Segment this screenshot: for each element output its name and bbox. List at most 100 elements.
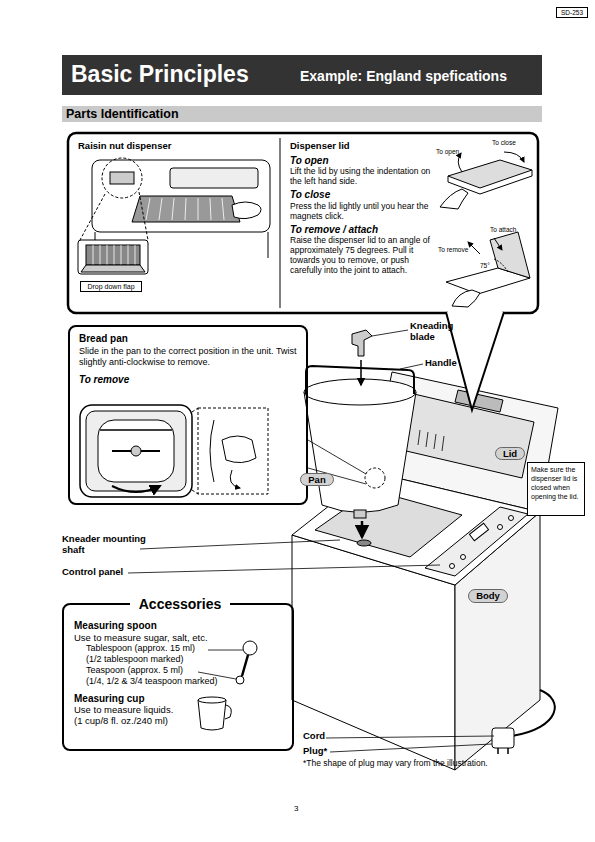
dispenser-grid	[86, 245, 140, 265]
cup-handle	[225, 705, 231, 719]
node-text: Lift the lid by using the indentation on…	[290, 166, 440, 186]
node-text: (1/4, 1/2 & 3/4 teaspoon marked)	[86, 676, 284, 687]
pan-drive	[354, 510, 366, 518]
instruction-label: To close	[492, 139, 516, 146]
part-label-box: Drop down flap	[80, 281, 142, 292]
kneading-blade	[352, 330, 372, 356]
callout-gap	[448, 311, 502, 315]
hand	[440, 189, 468, 209]
node-heading: Parts Identification	[62, 106, 542, 122]
leader-line	[140, 540, 340, 549]
twist-arrow	[230, 470, 240, 488]
dispenser-panel: Raisin nut dispenserDrop down flap	[70, 135, 278, 310]
zoom-box	[78, 240, 148, 274]
hand	[452, 290, 480, 307]
zoom-lines	[192, 408, 198, 494]
node-text: To close	[290, 189, 528, 201]
leader-line	[372, 330, 408, 336]
bread-maker	[292, 372, 558, 770]
lid-sketches	[440, 152, 532, 307]
panel-button	[498, 525, 503, 530]
part-label-pill: Body	[468, 589, 508, 603]
node-text: Tablespoon (approx. 15 ml)	[86, 643, 284, 654]
dispenser-lid-raised	[490, 232, 530, 278]
node-heading: Make sure the dispenser lid is closed wh…	[531, 465, 581, 501]
pan-removal-sketch	[80, 405, 268, 497]
leader-line	[128, 565, 440, 573]
part-name: Plug*	[303, 746, 327, 757]
machine-window	[170, 168, 258, 188]
dispenser-lid-panel: Dispenser lidTo openLift the lid by usin…	[282, 135, 536, 310]
remove-arrow	[468, 242, 480, 254]
power-cord	[512, 690, 555, 736]
close-arrow	[504, 152, 524, 162]
panel-button	[509, 516, 514, 521]
instruction-label: To open	[436, 148, 459, 155]
control-panel	[425, 507, 528, 576]
footnote: *The shape of plug may vary from the ill…	[303, 759, 488, 769]
node-text: Use to measure liquids.	[74, 704, 284, 715]
panel-divider	[280, 138, 281, 308]
node-heading: Bread pan	[79, 333, 297, 345]
machine-top	[92, 160, 270, 232]
part-name: Control panel	[62, 567, 123, 578]
tablespoon-bowl	[243, 641, 257, 655]
detail-circle	[365, 468, 385, 488]
detail-circle	[102, 158, 142, 198]
node-text: Measuring spoon	[74, 620, 284, 632]
lid-vents	[418, 430, 444, 451]
kneader-shaft	[357, 540, 371, 546]
power-plug	[492, 728, 514, 748]
part-name: Cord	[303, 731, 325, 742]
node-text: Measuring cup	[74, 693, 284, 705]
dispenser-icon	[110, 172, 134, 184]
twist-arrow	[112, 486, 160, 492]
raisin-sketch	[78, 158, 270, 274]
grid-lines	[93, 245, 135, 265]
measuring-cup	[198, 700, 226, 730]
node-text: Slide in the pan to the correct position…	[79, 346, 301, 368]
lid-dispenser	[455, 390, 503, 412]
title-band: Basic PrinciplesExample: England spefica…	[62, 55, 542, 95]
leader-line	[330, 744, 492, 752]
leader-line	[400, 364, 423, 369]
pan-rim	[304, 379, 416, 405]
drawer-grid	[146, 198, 224, 220]
subtitle-text: Example: England spefications	[300, 68, 507, 84]
angle-arc	[494, 259, 508, 272]
instruction-label: To attach	[490, 226, 516, 233]
flap	[81, 265, 145, 272]
part-name: Kneader mounting shaft	[62, 534, 147, 555]
lid-window	[402, 394, 534, 478]
panel-heading: Accessories	[130, 595, 230, 613]
leader-line	[326, 736, 494, 738]
node-text: To open	[290, 155, 528, 167]
leader-line	[208, 650, 243, 651]
model-number-box: SD-253	[556, 7, 588, 18]
teaspoon-bowl	[236, 676, 244, 684]
dispenser-drawer	[132, 196, 240, 222]
spoon-handle	[242, 655, 248, 676]
panel-display	[469, 523, 488, 540]
node-text: (1/2 tablespoon marked)	[86, 654, 284, 665]
detail-box	[198, 408, 268, 494]
hand	[232, 202, 261, 219]
angle-label: 75°	[480, 262, 490, 269]
node-heading: Lid	[496, 448, 524, 459]
cup-rim	[198, 697, 226, 703]
part-name: Handle	[425, 358, 457, 369]
insert-arrow	[360, 360, 362, 385]
node-heading: Drop down flap	[81, 282, 141, 291]
dispenser-lid	[448, 160, 532, 188]
page-number: 3	[294, 805, 298, 814]
node-text: Raise the dispenser lid to an angle of a…	[290, 235, 440, 275]
leader-lines	[128, 330, 494, 752]
node-heading: Raisin nut dispenser	[78, 141, 270, 152]
node-heading: Body	[469, 590, 507, 601]
section-band: Parts Identification	[62, 106, 542, 122]
node-text: (1 cup/8 fl. oz./240 ml)	[74, 715, 284, 726]
node-heading: Pan	[301, 474, 333, 485]
insert-arrow	[361, 521, 364, 537]
open-arrow	[458, 153, 462, 172]
